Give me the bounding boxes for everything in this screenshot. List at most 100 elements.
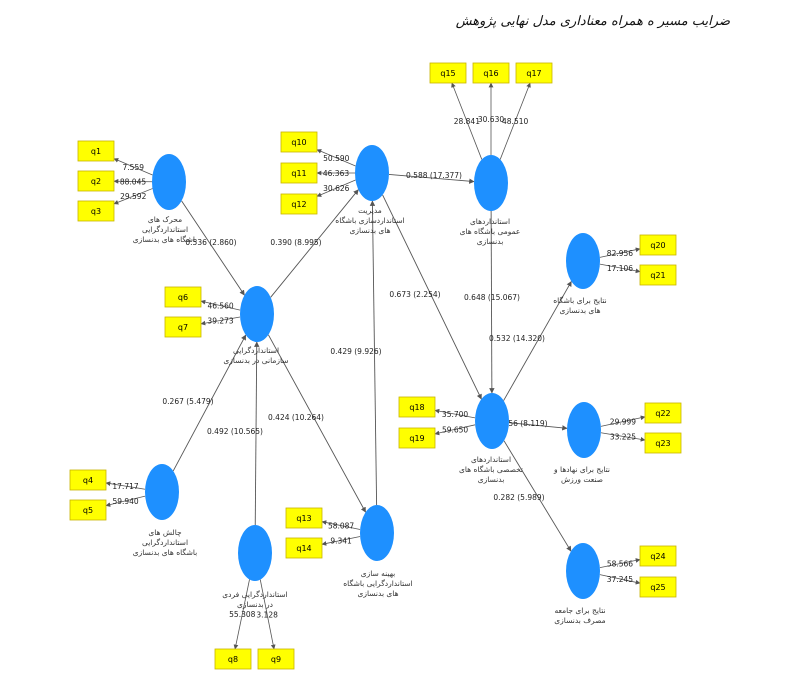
indicator-rect xyxy=(429,62,467,84)
indicator-rect xyxy=(164,316,202,338)
construct-ellipse xyxy=(475,393,509,449)
loading-weight-label: 58.087 xyxy=(328,522,354,531)
loading-weight-label: 39.273 xyxy=(207,316,233,325)
construct-ellipse xyxy=(355,145,389,201)
construct-ellipse xyxy=(145,464,179,520)
indicator-box-q17: q17 xyxy=(515,62,553,84)
path-arrow-c3-c6 xyxy=(489,210,495,394)
loading-arrow-q2 xyxy=(113,178,153,184)
loading-arrow-q20 xyxy=(599,247,641,258)
edges-layer: 0.536 (2.860)0.390 (8.995)0.588 (17.377)… xyxy=(105,82,646,650)
construct-caption-line: های بدنسازی xyxy=(559,306,600,315)
loading-arrow-q9 xyxy=(259,579,276,650)
indicator-label: q25 xyxy=(650,583,665,592)
indicator-box-q25: q25 xyxy=(639,576,677,598)
indicator-rect xyxy=(214,648,252,670)
path-arrow-c6-c7 xyxy=(508,422,568,431)
construct-caption-line: عمومی باشگاه های xyxy=(460,227,521,236)
indicator-box-q13: q13 xyxy=(285,507,323,529)
indicator-label: q16 xyxy=(483,69,498,78)
loading-arrow-q14 xyxy=(321,536,361,546)
loading-arrow-q8 xyxy=(233,579,250,650)
indicator-box-q18: q18 xyxy=(398,396,436,418)
path-arrow-c6-c5 xyxy=(503,280,572,401)
construct-ellipse xyxy=(152,154,186,210)
path-arrow-c4-c10 xyxy=(267,334,367,513)
loading-weight-label: 29.592 xyxy=(120,192,146,201)
indicator-label: q11 xyxy=(291,169,306,178)
indicator-label: q17 xyxy=(526,69,541,78)
construct-caption-line: تخصصی باشگاه های xyxy=(459,465,523,474)
path-coefficient-label: 0.492 (10.565) xyxy=(207,427,263,436)
indicator-rect xyxy=(639,264,677,286)
indicator-box-q20: q20 xyxy=(639,234,677,256)
loading-arrow-q18 xyxy=(434,408,476,419)
indicator-label: q8 xyxy=(228,655,238,664)
indicator-rect xyxy=(77,200,115,222)
construct-caption-line: استانداردسازی باشگاه xyxy=(335,216,404,225)
construct-caption-line: نتایج برای نهادها و xyxy=(553,465,610,474)
construct-ellipse xyxy=(360,505,394,561)
loading-arrow-q3 xyxy=(113,188,153,205)
loading-weight-label: 48.510 xyxy=(502,117,528,126)
loading-weight-label: 28.841 xyxy=(454,117,480,126)
path-coefficient-label: 0.356 (8.119) xyxy=(496,419,547,428)
loading-arrow-q21 xyxy=(599,263,641,274)
construct-ellipse xyxy=(238,525,272,581)
indicator-rect xyxy=(639,234,677,256)
indicator-box-q24: q24 xyxy=(639,545,677,567)
loading-weight-label: 30.626 xyxy=(323,184,349,193)
indicator-box-q12: q12 xyxy=(280,193,318,215)
loading-weight-label: 17.717 xyxy=(112,482,138,491)
indicator-box-q1: q1 xyxy=(77,140,115,162)
indicator-rect xyxy=(639,576,677,598)
loading-weight-label: 29.999 xyxy=(610,418,636,427)
indicator-rect xyxy=(644,402,682,424)
construct-caption-line: نتایج برای جامعه xyxy=(554,606,605,615)
indicator-box-q22: q22 xyxy=(644,402,682,424)
indicator-rect xyxy=(257,648,295,670)
construct-ellipse xyxy=(566,233,600,289)
indicator-box-q8: q8 xyxy=(214,648,252,670)
construct-ellipse xyxy=(240,286,274,342)
indicator-label: q7 xyxy=(178,323,188,332)
indicator-label: q21 xyxy=(650,271,665,280)
path-arrow-c1-c4 xyxy=(181,200,245,296)
construct-caption-line: بدنسازی xyxy=(478,475,505,484)
loading-arrow-q5 xyxy=(105,495,146,507)
path-arrow-c8-c4 xyxy=(172,334,247,472)
indicator-box-q6: q6 xyxy=(164,286,202,308)
loading-weight-label: 33.225 xyxy=(610,432,636,441)
indicator-rect xyxy=(69,499,107,521)
indicator-rect xyxy=(639,545,677,567)
indicator-box-q10: q10 xyxy=(280,131,318,153)
construct-caption-line: استانداردگرایی xyxy=(142,225,188,234)
indicator-label: q22 xyxy=(655,409,670,418)
loading-weight-label: 55.308 xyxy=(229,610,255,619)
loading-weight-label: 59.650 xyxy=(442,425,468,434)
path-arrow-c4-c2 xyxy=(270,189,359,298)
indicator-rect xyxy=(285,537,323,559)
indicator-box-q16: q16 xyxy=(472,62,510,84)
loading-arrow-q24 xyxy=(599,558,641,569)
loading-arrow-q6 xyxy=(200,299,241,311)
path-coefficient-label: 0.536 (2.860) xyxy=(185,238,236,247)
construct-caption-line: محرک های xyxy=(148,215,182,224)
construct-caption-line: استانداردگرایی باشگاه xyxy=(343,579,413,588)
path-coefficient-label: 0.282 (5.989) xyxy=(493,493,544,502)
indicator-label: q15 xyxy=(440,69,455,78)
indicator-rect xyxy=(398,427,436,449)
indicator-label: q12 xyxy=(291,200,306,209)
indicator-rect xyxy=(398,396,436,418)
loading-arrow-q12 xyxy=(316,179,356,197)
path-coefficient-label: 0.648 (15.067) xyxy=(464,293,520,302)
indicator-label: q9 xyxy=(271,655,281,664)
loading-arrow-q15 xyxy=(451,82,483,160)
path-coefficient-label: 0.588 (17.377) xyxy=(406,171,462,180)
